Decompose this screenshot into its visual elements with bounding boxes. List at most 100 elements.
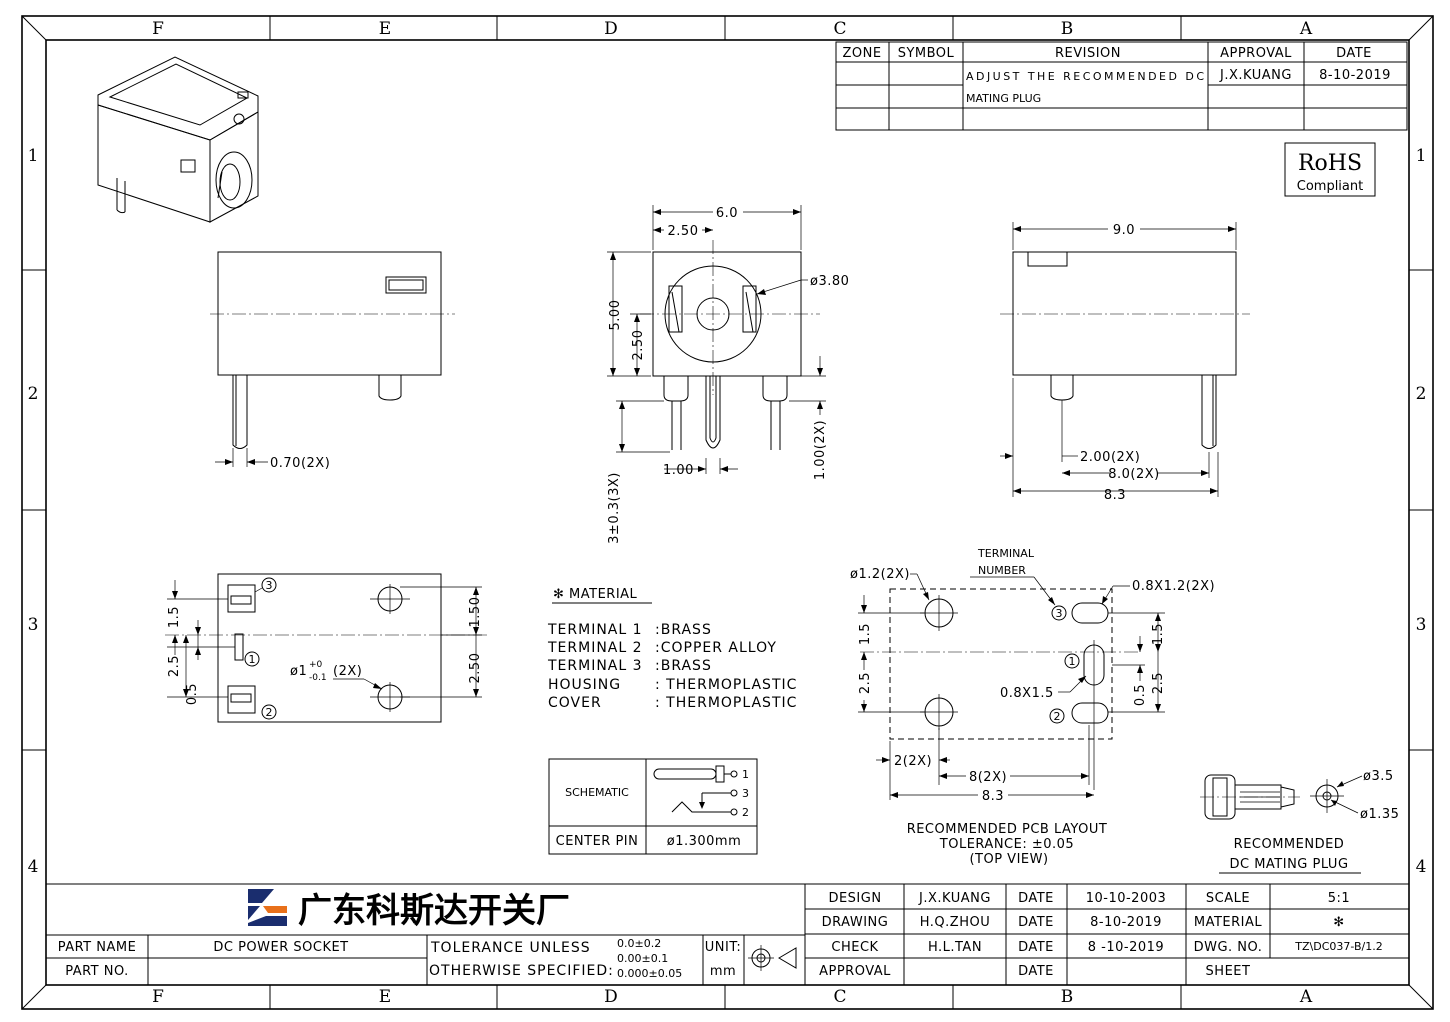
material-value: : THERMOPLASTIC <box>655 695 797 711</box>
dim-hole-tol-lower: -0.1 <box>309 673 327 683</box>
dim-pin-width: 1.00(2X) <box>813 420 828 480</box>
dim-pcb-2x: 2(2X) <box>894 754 932 769</box>
material-part: TERMINAL 1 <box>547 622 643 638</box>
inner-border <box>45 39 1410 986</box>
plug-caption-line2: DC MATING PLUG <box>1229 857 1348 872</box>
material-value: ✻ <box>1333 915 1344 930</box>
mating-plug: ø3.5 ø1.35 <box>1200 769 1399 822</box>
dim-plug-outer: ø3.5 <box>1363 769 1394 784</box>
approval-label: APPROVAL <box>819 964 891 979</box>
design-by: J.X.KUANG <box>918 891 991 906</box>
side-view: 0.70(2X) <box>210 251 455 471</box>
zone-number-left: 2 <box>28 384 39 404</box>
terminal-number-label: NUMBER <box>978 564 1026 577</box>
pcb-caption-line3: (TOP VIEW) <box>969 852 1048 867</box>
pcb-layout: 3 1 2 TERMINAL NUMBER ø1.2(2X) 0.8X1.2(2… <box>850 547 1215 804</box>
schematic-pin: 3 <box>742 787 749 800</box>
schematic-table: SCHEMATIC CENTER PIN ø1.300mm 1 3 2 <box>548 758 758 855</box>
pcb-caption-line2: TOLERANCE: ±0.05 <box>939 837 1074 852</box>
design-date: 10-10-2003 <box>1086 891 1167 906</box>
plug-caption: RECOMMENDED DC MATING PLUG <box>1219 837 1361 874</box>
dim-pin-pitch: 1.00 <box>663 463 694 478</box>
rev-date: 8-10-2019 <box>1319 68 1391 83</box>
tolerance-2: 0.00±0.1 <box>617 952 668 965</box>
schematic-pin: 2 <box>742 806 749 819</box>
dim-rear-spacing: 8.0(2X) <box>1108 467 1160 482</box>
company-name: 广东科斯达开关厂 <box>298 891 570 931</box>
terminal-callout: 3 <box>266 579 273 592</box>
zone-letter-bottom: F <box>152 987 164 1007</box>
design-label: DESIGN <box>828 891 881 906</box>
zone-letter-top: C <box>833 19 846 39</box>
material-part: HOUSING <box>548 677 621 693</box>
part-name: DC POWER SOCKET <box>213 940 348 955</box>
dim-pcb-0-5-right: 0.5 <box>1133 684 1148 706</box>
rev-header-revision: REVISION <box>1055 46 1121 61</box>
dim-side-width: 0.70(2X) <box>270 456 330 471</box>
part-no-label: PART NO. <box>65 964 129 979</box>
zone-letter-top: B <box>1061 19 1074 39</box>
zone-number-right: 4 <box>1416 857 1427 877</box>
drawing-date: 8-10-2019 <box>1090 915 1162 930</box>
dim-hole-count: (2X) <box>333 664 362 679</box>
check-date: 8 -10-2019 <box>1088 940 1164 955</box>
pcb-caption: RECOMMENDED PCB LAYOUT TOLERANCE: ±0.05 … <box>907 822 1108 867</box>
isometric-view <box>97 56 259 223</box>
pcb-terminal-callout: 3 <box>1056 607 1063 620</box>
pcb-caption-line1: RECOMMENDED PCB LAYOUT <box>907 822 1108 837</box>
dim-pcb-total: 8.3 <box>982 789 1004 804</box>
zone-letter-bottom: E <box>379 987 391 1007</box>
zone-letter-top: F <box>152 19 164 39</box>
dim-pcb-1-5-left: 1.5 <box>858 623 873 645</box>
material-value: : THERMOPLASTIC <box>655 677 797 693</box>
tolerance-label-line2: OTHERWISE SPECIFIED: <box>429 963 614 979</box>
zone-letter-bottom: B <box>1061 987 1074 1007</box>
rohs-badge: RoHS Compliant <box>1284 142 1376 197</box>
rev-approval: J.X.KUANG <box>1219 68 1292 83</box>
dim-rear-total: 8.3 <box>1104 488 1126 503</box>
dim-front-height: 5.00 <box>608 300 623 331</box>
rohs-compliant: Compliant <box>1297 179 1363 194</box>
dwg-no: TZ\DC037-B/1.2 <box>1294 940 1382 953</box>
tolerance-3: 0.000±0.05 <box>617 967 682 980</box>
terminal-number-label: TERMINAL <box>977 547 1035 560</box>
dim-bottom-1-5: 1.5 <box>167 606 182 628</box>
sheet-label: SHEET <box>1206 964 1251 979</box>
dim-pin-length: 3±0.3(3X) <box>607 472 622 544</box>
terminal-callout: 2 <box>266 706 273 719</box>
tolerance-1: 0.0±0.2 <box>617 937 661 950</box>
tolerance-label-line1: TOLERANCE UNLESS <box>430 940 591 956</box>
drawing-by: H.Q.ZHOU <box>920 915 990 930</box>
rev-revision-line2: MATING PLUG <box>966 92 1041 105</box>
dim-bottom-2-5: 2.5 <box>167 655 182 677</box>
material-value: :BRASS <box>655 622 712 638</box>
company-logo <box>248 889 287 926</box>
front-view: 6.0 2.50 5.00 2.50 ø3.80 1.00 1 <box>607 204 849 544</box>
material-part: TERMINAL 2 <box>547 640 643 656</box>
scale-value: 5:1 <box>1328 891 1350 906</box>
title-block: 广东科斯达开关厂 PART NAME DC POWER SOCKET PART … <box>46 883 1409 985</box>
material-part: COVER <box>548 695 602 711</box>
dim-front-width: 6.0 <box>716 206 738 221</box>
rohs-title: RoHS <box>1298 151 1362 176</box>
projection-symbol <box>748 945 797 971</box>
pcb-terminal-callout: 2 <box>1054 710 1061 723</box>
terminal-callout: 1 <box>249 653 256 666</box>
material-value: :COPPER ALLOY <box>655 640 777 656</box>
date-label: DATE <box>1018 964 1054 979</box>
revision-table: ZONE SYMBOL REVISION APPROVAL DATE ADJUS… <box>835 41 1408 131</box>
date-label: DATE <box>1018 915 1054 930</box>
zone-ticks <box>22 16 1433 1009</box>
dim-pcb-1-5-right: 1.5 <box>1151 623 1166 645</box>
dim-bottom-1-50: 1.50 <box>468 597 483 628</box>
part-name-label: PART NAME <box>58 940 137 955</box>
rev-revision-line1: ADJUST THE RECOMMENDED DC <box>966 70 1204 83</box>
zone-letter-top: E <box>379 19 391 39</box>
scale-label: SCALE <box>1206 891 1250 906</box>
dwg-no-label: DWG. NO. <box>1194 940 1263 955</box>
material-table: ✻ MATERIAL TERMINAL 1 :BRASS TERMINAL 2 … <box>547 587 797 711</box>
zone-number-right: 1 <box>1416 146 1427 166</box>
dim-front-center: 2.50 <box>631 330 646 361</box>
rev-header-symbol: SYMBOL <box>898 46 955 61</box>
